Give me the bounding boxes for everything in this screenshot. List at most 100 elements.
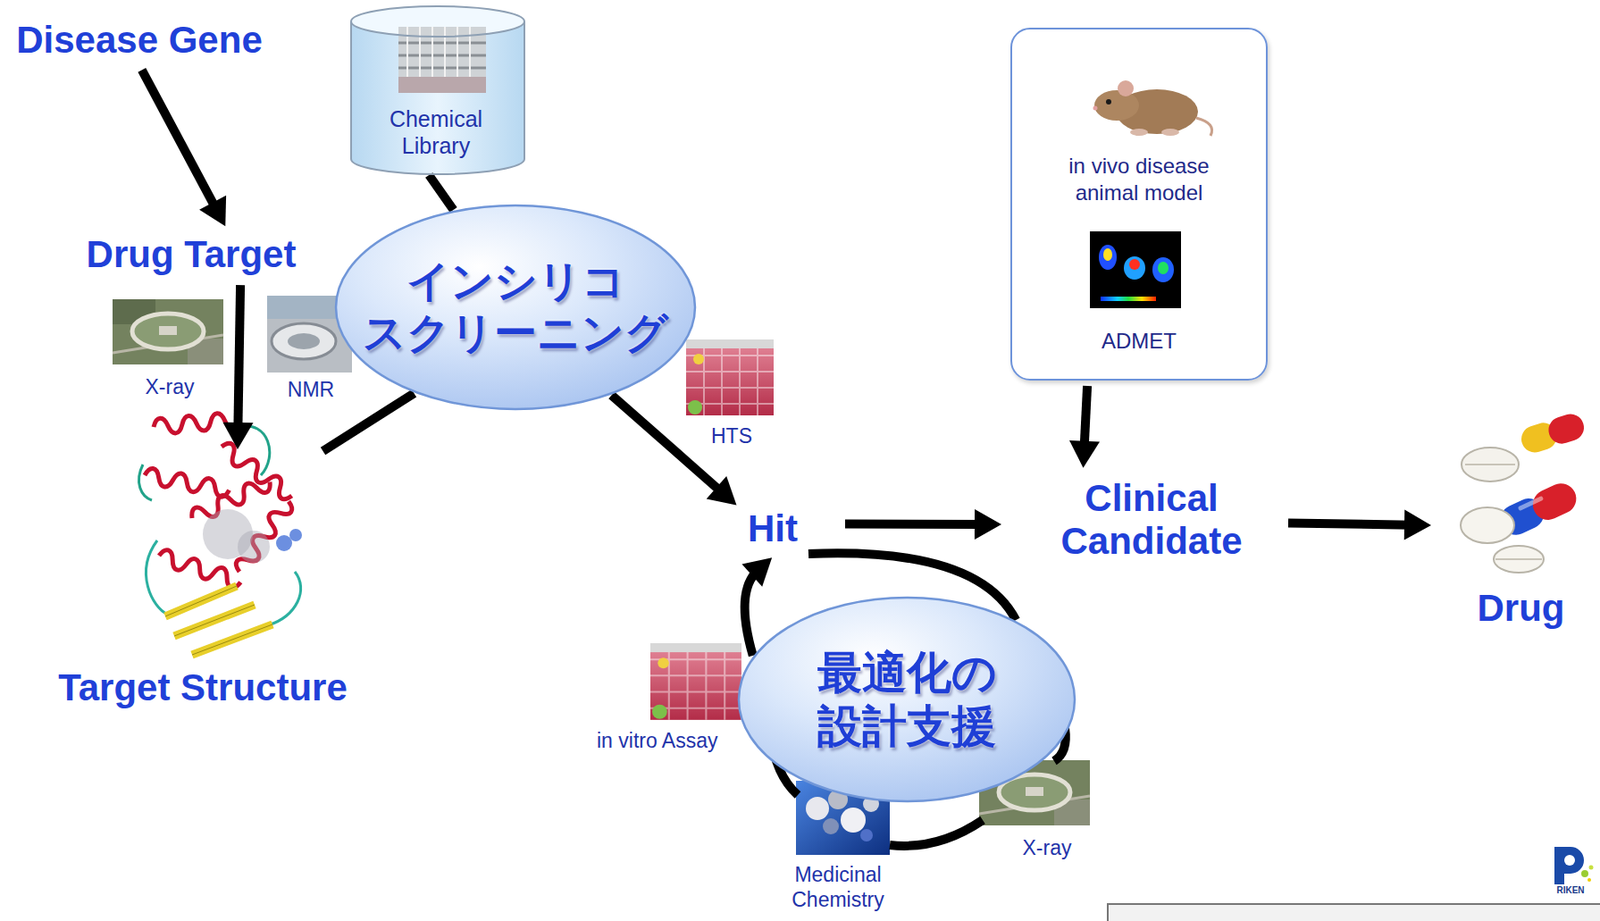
node-text: 最適化の 設計支援 bbox=[772, 645, 1041, 754]
image-caption: X-ray bbox=[145, 375, 195, 401]
drug-pills bbox=[1460, 410, 1588, 573]
node-text: ADMET bbox=[1049, 327, 1229, 355]
node-text: Disease Gene bbox=[16, 18, 263, 62]
drug-pills bbox=[1517, 410, 1588, 457]
node-text: インシリコ スクリーニング bbox=[345, 255, 686, 359]
arrow-head bbox=[199, 195, 227, 227]
arrow-head bbox=[706, 476, 738, 506]
candidate-node: Clinical Candidate bbox=[1037, 473, 1266, 568]
protein-structure bbox=[138, 411, 302, 655]
medchem-photo bbox=[805, 796, 830, 821]
mouse-photo bbox=[1196, 117, 1213, 136]
nmr-photo bbox=[287, 333, 320, 350]
image-caption: HTS bbox=[711, 424, 753, 450]
cropped-panel bbox=[1107, 904, 1600, 921]
connector-arrow bbox=[222, 284, 253, 450]
library-cylinder-fill bbox=[351, 21, 525, 175]
protein-structure bbox=[233, 496, 296, 577]
mouse-photo bbox=[1093, 106, 1098, 111]
protein-structure bbox=[289, 528, 302, 542]
image-caption: in vitro Assay bbox=[596, 728, 719, 754]
ellipse-outline bbox=[737, 595, 1077, 804]
drug-pills bbox=[1493, 545, 1544, 573]
cycle-arcs bbox=[889, 820, 983, 847]
connector-line bbox=[1084, 385, 1089, 450]
outline-shape bbox=[351, 21, 525, 175]
drug-pills bbox=[1460, 507, 1515, 544]
pet-image bbox=[1123, 256, 1146, 280]
node-text: Drug bbox=[1477, 586, 1566, 630]
image-caption: RIKEN bbox=[1556, 885, 1584, 897]
drug-pills bbox=[1545, 410, 1588, 448]
connector-arrow bbox=[1069, 385, 1100, 469]
protein-structure bbox=[165, 586, 273, 655]
arrow-head bbox=[1404, 510, 1432, 541]
connector-line bbox=[745, 569, 759, 656]
mouse-photo bbox=[1093, 80, 1213, 136]
medchem-photo bbox=[822, 818, 839, 835]
library-photo bbox=[398, 42, 486, 68]
library-cylinder-fill bbox=[351, 6, 525, 175]
optimize-ellipse: 最適化の 設計支援 bbox=[737, 595, 1077, 804]
library-photo bbox=[407, 26, 470, 77]
node-text: in vivo disease animal model bbox=[1045, 152, 1233, 207]
drug-pills bbox=[1517, 495, 1544, 511]
connector-line bbox=[237, 284, 241, 431]
connector-line bbox=[323, 393, 415, 452]
mouse-photo bbox=[1094, 90, 1140, 121]
outline-shape bbox=[738, 597, 1075, 802]
library-cylinder: Chemical Library bbox=[350, 5, 526, 176]
arrow-head bbox=[974, 509, 1002, 540]
connector-arrow bbox=[611, 394, 738, 505]
nmr-photo bbox=[271, 323, 336, 360]
arrow-head bbox=[741, 557, 772, 587]
connector-arrow bbox=[741, 557, 772, 656]
connector-line bbox=[1288, 523, 1413, 526]
pet-image bbox=[1098, 244, 1117, 270]
connector-arrow bbox=[1288, 510, 1432, 541]
connector-line bbox=[845, 519, 983, 530]
riken-logo bbox=[1587, 878, 1592, 882]
drug-node: Drug bbox=[1447, 412, 1595, 630]
protein-structure bbox=[276, 535, 293, 552]
connector-line bbox=[428, 175, 453, 210]
connector-arrow bbox=[428, 175, 453, 210]
gene-node: Disease Gene bbox=[8, 15, 270, 66]
image-caption: X-ray bbox=[1022, 836, 1073, 862]
invivo-box: in vivo disease animal modelADMET bbox=[1010, 27, 1268, 381]
library-photo bbox=[398, 76, 486, 93]
node-text: Target Structure bbox=[58, 666, 348, 710]
connector-arrow bbox=[142, 69, 227, 227]
pet-image bbox=[1157, 261, 1169, 275]
protein-structure bbox=[237, 530, 270, 563]
mouse-photo bbox=[1105, 99, 1112, 105]
riken-logo bbox=[1581, 870, 1589, 878]
drug-pills bbox=[1461, 447, 1519, 482]
node-text: Drug Target bbox=[86, 233, 297, 277]
outline-shape bbox=[335, 205, 696, 410]
protein-structure bbox=[165, 586, 273, 655]
connector-arrow bbox=[845, 509, 1002, 540]
arrow-head bbox=[1069, 440, 1100, 469]
hit-node: Hit bbox=[740, 503, 805, 554]
riken-logo bbox=[1564, 854, 1575, 866]
connector-line bbox=[611, 394, 723, 493]
node-text: Clinical Candidate bbox=[1044, 477, 1259, 564]
protein-structure bbox=[142, 467, 231, 498]
riken-logo bbox=[1554, 846, 1584, 885]
pet-image bbox=[1152, 257, 1174, 283]
riken-logo bbox=[1589, 865, 1594, 871]
pet-image bbox=[1100, 296, 1157, 302]
assay-photo bbox=[650, 643, 742, 721]
medchem-photo bbox=[860, 829, 873, 842]
pet-image bbox=[1129, 259, 1140, 270]
screening-ellipse: インシリコ スクリーニング bbox=[334, 203, 697, 411]
xray-photo bbox=[112, 299, 224, 365]
outline-shape bbox=[351, 6, 525, 37]
drug-pills bbox=[1465, 463, 1516, 466]
connector-arrow bbox=[323, 393, 415, 452]
